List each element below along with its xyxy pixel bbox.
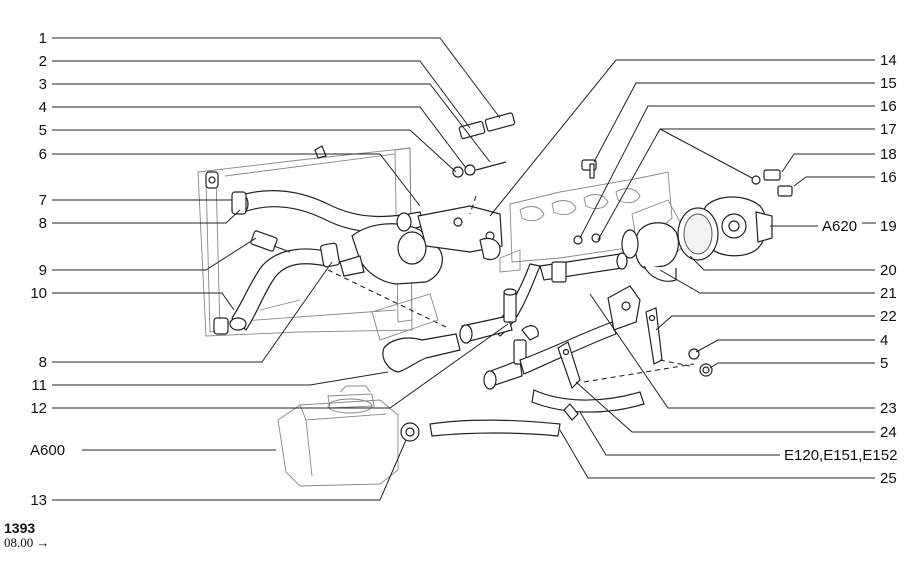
callout-e120: E120,E151,E152	[784, 447, 897, 464]
callout-8-lower: 8	[39, 354, 47, 371]
validity-date: 08.00 →	[4, 535, 50, 550]
callout-labels-left: 1 2 3 4 5 6 7 8 9 10 8 11 12 A600 13	[30, 30, 65, 509]
water-pump-drawing	[677, 196, 773, 261]
callout-4-left: 4	[39, 99, 47, 116]
callout-17: 17	[880, 121, 897, 138]
callout-a600: A600	[30, 442, 65, 459]
callout-7: 7	[39, 192, 47, 209]
callout-14: 14	[880, 52, 897, 69]
callout-23: 23	[880, 400, 897, 417]
callout-3: 3	[39, 76, 47, 93]
assembly-dashed-lines	[327, 195, 695, 383]
thermostat-housing-drawing	[339, 205, 503, 285]
page-number: 1393	[4, 520, 36, 536]
callout-2: 2	[39, 53, 47, 70]
radiator-drawing	[197, 145, 413, 337]
three-way-pipe-drawing	[459, 288, 517, 344]
callout-18: 18	[880, 146, 897, 163]
page-footer: 1393 08.00 →	[4, 521, 50, 549]
heater-hoses-drawing	[400, 389, 645, 442]
callout-24: 24	[880, 424, 897, 441]
leader-lines	[52, 37, 876, 501]
callout-9: 9	[39, 262, 47, 279]
callout-a620: A620	[822, 218, 857, 235]
pump-housing-drawing	[621, 222, 679, 282]
fastener-parts-drawing	[452, 112, 793, 377]
callout-11: 11	[31, 377, 47, 394]
callout-16-lower: 16	[880, 169, 897, 186]
callout-4-right: 4	[880, 332, 888, 349]
lower-radiator-hose	[229, 242, 340, 331]
pipe-brackets-drawing	[557, 307, 663, 390]
temperature-sensor-drawing	[250, 230, 291, 253]
callout-12: 12	[30, 400, 47, 417]
callout-16-upper: 16	[880, 98, 897, 115]
callout-5-left: 5	[39, 122, 47, 139]
callout-1: 1	[39, 30, 47, 47]
callout-22: 22	[880, 308, 897, 325]
callout-21: 21	[880, 285, 897, 302]
expansion-tank-drawing	[277, 385, 399, 487]
callout-6: 6	[39, 146, 47, 163]
callout-labels-right: 14 15 16 17 18 16 A620 19 20 21 22 4 5 2…	[784, 52, 897, 487]
callout-19: 19	[880, 218, 897, 235]
callout-10: 10	[30, 285, 47, 302]
callout-20: 20	[880, 262, 897, 279]
callout-25: 25	[880, 470, 897, 487]
callout-8-upper: 8	[39, 215, 47, 232]
callout-5-right: 5	[880, 355, 888, 372]
callout-13: 13	[30, 492, 47, 509]
callout-15: 15	[880, 75, 897, 92]
coolant-hose-11	[382, 333, 461, 373]
